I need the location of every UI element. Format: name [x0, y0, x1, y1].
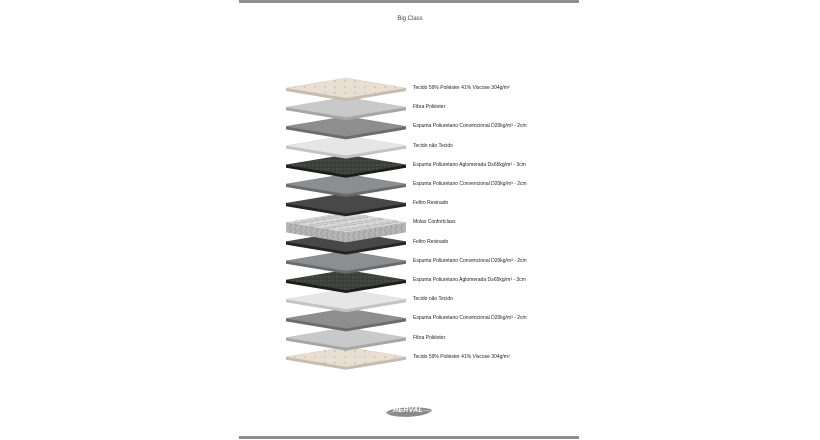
- layer-5: [285, 154, 407, 178]
- spring-top: [293, 221, 300, 225]
- spring-coil: [320, 228, 324, 239]
- spring-top: [333, 215, 340, 218]
- spring-top: [370, 219, 377, 222]
- layer-label-4: Tecido não Tecido: [413, 142, 453, 149]
- layer-label-7: Feltro Resinado: [413, 200, 449, 207]
- spring-top: [345, 228, 352, 231]
- spring-top: [357, 221, 364, 224]
- spring-coil: [383, 225, 387, 237]
- layer-6: [285, 173, 407, 197]
- layer-label-14: Fibra Poliéster: [413, 334, 446, 341]
- spring-top: [348, 217, 355, 221]
- spring-top: [350, 222, 357, 225]
- spring-top: [308, 224, 315, 227]
- spring-top: [363, 220, 370, 223]
- layer-label-13: Espuma Poliuretano Convencional D20kg/m³…: [413, 315, 527, 322]
- spring-coil: [362, 229, 366, 240]
- spring-coil: [378, 226, 382, 237]
- spring-top: [358, 226, 365, 229]
- spring-top: [377, 217, 384, 221]
- spring-coil: [309, 226, 313, 237]
- logo-text: HERVAL: [392, 407, 424, 414]
- layer-label-2: Fibra Poliéster: [413, 104, 446, 111]
- bottom-border-bar: [239, 436, 579, 439]
- spring-coil: [399, 223, 403, 234]
- spring-coil: [288, 222, 292, 234]
- layer-label-3: Espuma Poliuretano Convencional D20kg/m³…: [413, 123, 527, 130]
- spring-coil: [373, 227, 377, 238]
- spring-top: [365, 224, 372, 228]
- layer-15: [285, 346, 407, 370]
- layer-13: [285, 308, 407, 332]
- spring-top: [352, 227, 359, 230]
- spring-top: [328, 221, 335, 224]
- spring-top: [342, 218, 349, 222]
- spring-top: [343, 223, 350, 227]
- spring-top: [372, 223, 379, 227]
- spring-top: [315, 223, 322, 226]
- spring-top: [323, 226, 330, 230]
- spring-coil: [304, 225, 308, 236]
- spring-coil: [299, 224, 303, 236]
- spring-coil: [367, 228, 372, 239]
- layer-label-1: Tecido 59% Poliéster 41% Viscose 304g/m²: [413, 85, 510, 91]
- spring-coil: [394, 223, 398, 235]
- layer-2: [285, 96, 407, 121]
- spring-top: [313, 218, 320, 222]
- spring-top: [322, 222, 329, 225]
- spring-coil: [341, 231, 345, 243]
- layer-label-11: Espuma Poliuretano Aglomerada D≥65kg/m³ …: [413, 277, 526, 283]
- spring-top: [337, 224, 344, 228]
- herval-logo: [386, 407, 432, 417]
- spring-top: [307, 219, 314, 223]
- spring-coil: [330, 230, 334, 241]
- layer-14: [285, 327, 407, 351]
- layer-label-10: Espuma Poliuretano Convencional D20kg/m³…: [413, 257, 527, 264]
- spring-top: [355, 216, 362, 220]
- spring-coil: [389, 224, 393, 236]
- layer-1: [285, 77, 407, 101]
- layer-label-5: Espuma Poliuretano Aglomerada D≥65kg/m³ …: [413, 161, 526, 168]
- layer-label-15: Tecido 59% Poliéster 41% Viscose 304g/m²: [413, 353, 510, 360]
- spring-coil: [357, 230, 361, 241]
- layer-label-6: Espuma Poliuretano Convencional D20kg/m³…: [413, 181, 527, 187]
- diagram-title: Big Class: [397, 16, 423, 22]
- spring-top: [330, 225, 337, 229]
- spring-top: [362, 215, 369, 218]
- spring-top: [378, 222, 385, 226]
- spring-top: [327, 216, 334, 219]
- layer-7: [285, 192, 407, 217]
- top-border-bar: [239, 0, 579, 3]
- layer-11: [285, 269, 407, 293]
- spring-coil: [314, 227, 319, 238]
- layer-12: [285, 288, 407, 313]
- spring-top: [335, 219, 342, 223]
- layer-8: [285, 212, 407, 243]
- spring-top: [338, 229, 345, 232]
- spring-coil: [352, 231, 356, 242]
- spring-coil: [336, 230, 340, 242]
- spring-top: [392, 220, 399, 223]
- layer-3: [285, 116, 407, 140]
- spring-coil: [325, 229, 329, 240]
- spring-top: [300, 220, 307, 224]
- layer-10: [285, 250, 407, 274]
- layer-label-9: Feltro Resinado: [413, 238, 449, 245]
- spring-top: [320, 217, 327, 220]
- spring-coil: [346, 231, 350, 243]
- spring-top: [385, 221, 392, 225]
- layer-label-12: Tecido não Tecido: [413, 296, 453, 303]
- layer-4: [285, 135, 407, 159]
- spring-coil: [293, 223, 297, 235]
- layer-label-8: Molas Confortclass: [413, 219, 456, 226]
